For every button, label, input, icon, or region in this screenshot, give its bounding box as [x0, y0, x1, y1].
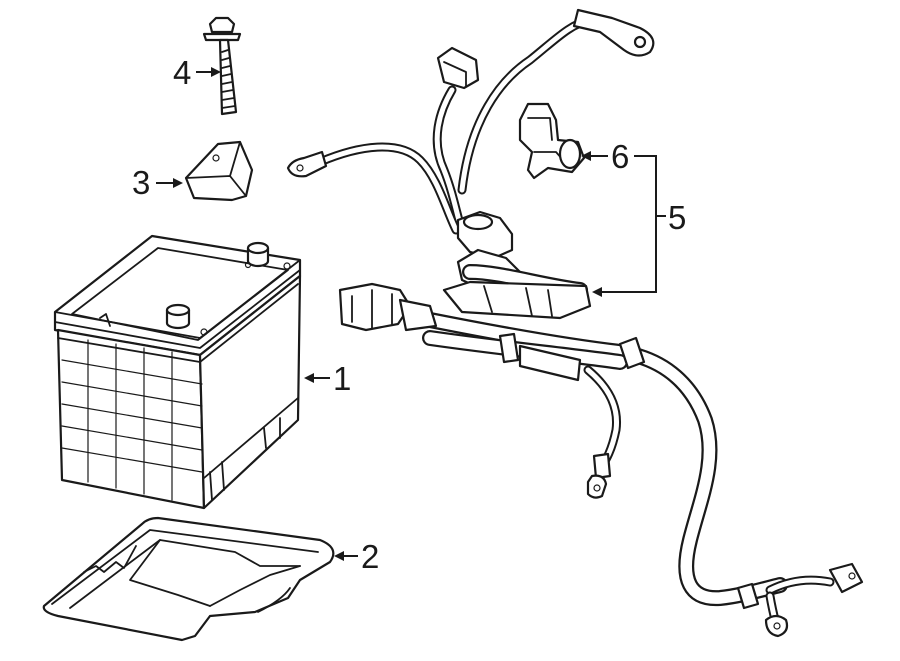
battery-cable-harness[interactable]: [286, 8, 864, 638]
callout-2: 2: [334, 538, 379, 575]
callout-4: 4: [173, 54, 221, 91]
callout-1: 1: [304, 360, 351, 397]
svg-text:2: 2: [361, 538, 379, 575]
callout-3: 3: [132, 164, 183, 201]
svg-text:1: 1: [333, 360, 351, 397]
callout-5: 5: [592, 155, 686, 297]
battery[interactable]: [53, 234, 302, 510]
callout-6: 6: [581, 138, 629, 175]
svg-text:5: 5: [668, 199, 686, 236]
hold-down-bolt[interactable]: [202, 16, 242, 116]
svg-text:4: 4: [173, 54, 191, 91]
terminal-connector[interactable]: [518, 102, 586, 180]
battery-tray[interactable]: [42, 516, 335, 642]
svg-text:6: 6: [611, 138, 629, 175]
svg-text:3: 3: [132, 164, 150, 201]
hold-down-wedge[interactable]: [184, 140, 254, 202]
